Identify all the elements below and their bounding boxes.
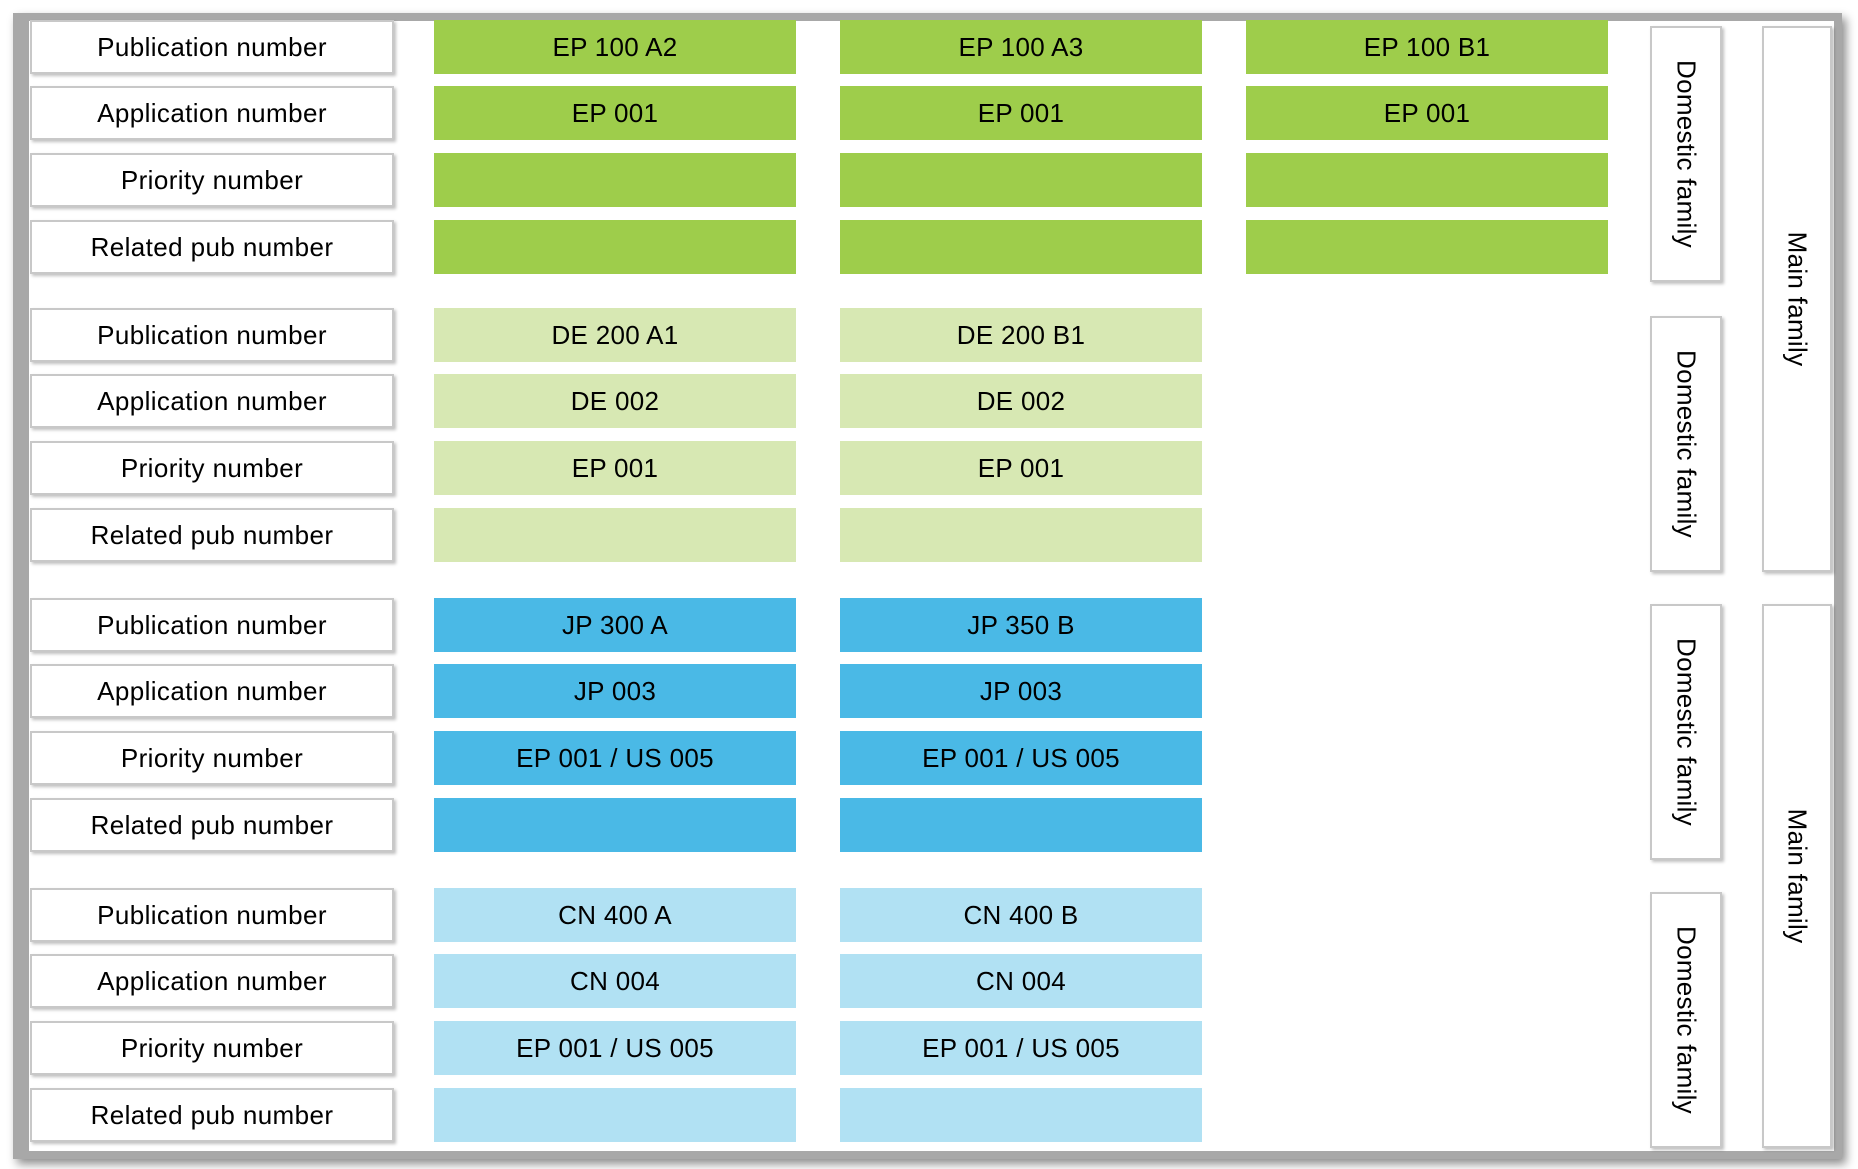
- cell-cn_family-application: CN 004: [434, 954, 796, 1008]
- cell-cn_family-application: CN 004: [840, 954, 1202, 1008]
- domestic-family-label: Domestic family: [1671, 350, 1702, 538]
- cell-jp_family-application: JP 003: [840, 664, 1202, 718]
- cell-de_family-application: DE 002: [840, 374, 1202, 428]
- cell-ep_family-priority: [434, 153, 796, 207]
- row-label-related: Related pub number: [30, 508, 394, 562]
- cell-jp_family-related: [840, 798, 1202, 852]
- cell-cn_family-related: [840, 1088, 1202, 1142]
- row-label-priority: Priority number: [30, 153, 394, 207]
- row-label-publication: Publication number: [30, 308, 394, 362]
- row-label-application: Application number: [30, 954, 394, 1008]
- cell-cn_family-priority: EP 001 / US 005: [840, 1021, 1202, 1075]
- cell-jp_family-priority: EP 001 / US 005: [434, 731, 796, 785]
- main-family-label: Main family: [1782, 231, 1813, 367]
- cell-ep_family-priority: [1246, 153, 1608, 207]
- domestic-family-box: Domestic family: [1650, 604, 1722, 860]
- cell-jp_family-priority: EP 001 / US 005: [840, 731, 1202, 785]
- cell-jp_family-publication: JP 350 B: [840, 598, 1202, 652]
- cell-ep_family-application: EP 001: [434, 86, 796, 140]
- row-label-publication: Publication number: [30, 888, 394, 942]
- cell-ep_family-application: EP 001: [1246, 86, 1608, 140]
- cell-ep_family-priority: [840, 153, 1202, 207]
- cell-de_family-priority: EP 001: [840, 441, 1202, 495]
- row-label-priority: Priority number: [30, 441, 394, 495]
- cell-de_family-related: [434, 508, 796, 562]
- cell-cn_family-publication: CN 400 A: [434, 888, 796, 942]
- domestic-family-label: Domestic family: [1671, 638, 1702, 826]
- domestic-family-box: Domestic family: [1650, 316, 1722, 572]
- row-label-application: Application number: [30, 664, 394, 718]
- row-label-related: Related pub number: [30, 220, 394, 274]
- cell-jp_family-publication: JP 300 A: [434, 598, 796, 652]
- cell-de_family-priority: EP 001: [434, 441, 796, 495]
- domestic-family-label: Domestic family: [1671, 926, 1702, 1114]
- cell-de_family-related: [840, 508, 1202, 562]
- cell-ep_family-related: [840, 220, 1202, 274]
- row-label-priority: Priority number: [30, 1021, 394, 1075]
- cell-jp_family-related: [434, 798, 796, 852]
- row-label-application: Application number: [30, 374, 394, 428]
- cell-de_family-application: DE 002: [434, 374, 796, 428]
- cell-jp_family-application: JP 003: [434, 664, 796, 718]
- row-label-publication: Publication number: [30, 20, 394, 74]
- cell-ep_family-related: [1246, 220, 1608, 274]
- cell-de_family-publication: DE 200 B1: [840, 308, 1202, 362]
- main-family-label: Main family: [1782, 808, 1813, 944]
- cell-ep_family-publication: EP 100 A3: [840, 20, 1202, 74]
- row-label-related: Related pub number: [30, 798, 394, 852]
- domestic-family-box: Domestic family: [1650, 892, 1722, 1148]
- cell-ep_family-related: [434, 220, 796, 274]
- main-family-box: Main family: [1762, 604, 1832, 1148]
- cell-cn_family-related: [434, 1088, 796, 1142]
- cell-ep_family-publication: EP 100 B1: [1246, 20, 1608, 74]
- row-label-application: Application number: [30, 86, 394, 140]
- cell-de_family-publication: DE 200 A1: [434, 308, 796, 362]
- cell-cn_family-publication: CN 400 B: [840, 888, 1202, 942]
- row-label-publication: Publication number: [30, 598, 394, 652]
- row-label-related: Related pub number: [30, 1088, 394, 1142]
- main-family-box: Main family: [1762, 26, 1832, 572]
- cell-ep_family-publication: EP 100 A2: [434, 20, 796, 74]
- cell-cn_family-priority: EP 001 / US 005: [434, 1021, 796, 1075]
- row-label-priority: Priority number: [30, 731, 394, 785]
- domestic-family-label: Domestic family: [1671, 60, 1702, 248]
- cell-ep_family-application: EP 001: [840, 86, 1202, 140]
- domestic-family-box: Domestic family: [1650, 26, 1722, 282]
